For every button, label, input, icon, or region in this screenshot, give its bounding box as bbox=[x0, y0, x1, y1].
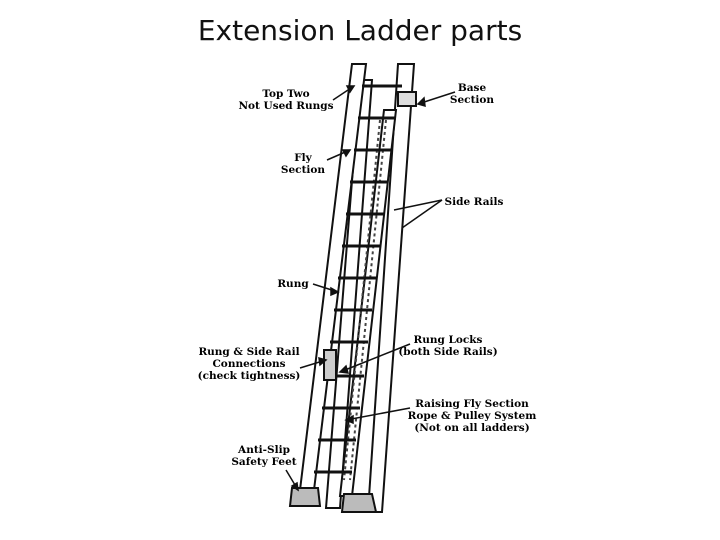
label-rung-locks: Rung Locks(both Side Rails) bbox=[398, 334, 498, 358]
right-foot bbox=[340, 493, 378, 513]
arrow-side-rails-2 bbox=[401, 199, 443, 229]
arrow-side-rails-1 bbox=[393, 199, 443, 211]
pulley-rope-2 bbox=[349, 119, 387, 481]
ladder-illustration bbox=[288, 63, 417, 513]
page-title: Extension Ladder parts bbox=[197, 14, 523, 47]
left-foot bbox=[288, 487, 322, 507]
arrow-rung-locks bbox=[339, 343, 411, 373]
rung-lock bbox=[323, 349, 337, 381]
label-rung: Rung bbox=[277, 278, 309, 290]
base-top-cap bbox=[397, 91, 417, 107]
label-side-rails: Side Rails bbox=[444, 196, 504, 208]
arrow-raising-fly bbox=[345, 407, 411, 421]
base-left-rail bbox=[324, 79, 374, 509]
rungs bbox=[314, 84, 402, 474]
leader-lines bbox=[285, 85, 456, 492]
base-right-rail bbox=[366, 63, 416, 513]
